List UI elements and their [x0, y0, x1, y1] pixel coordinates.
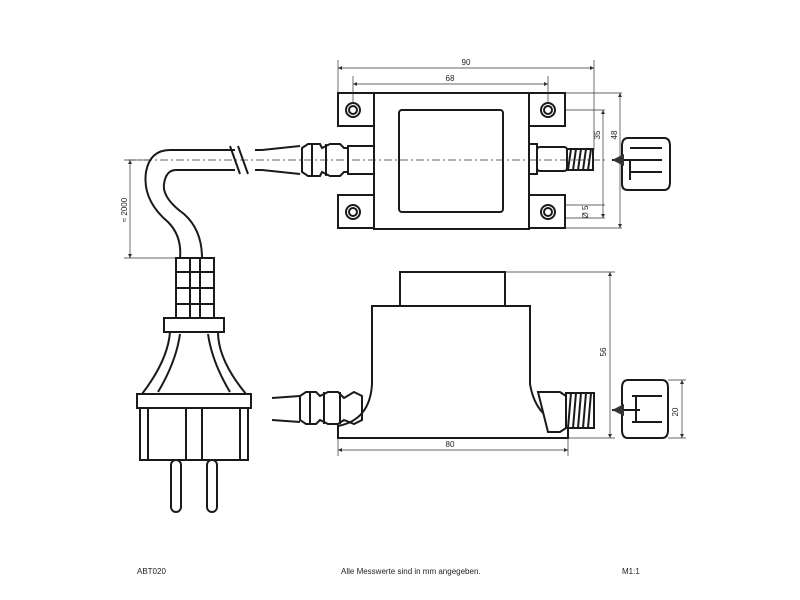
units-note: Alle Messwerte sind in mm angegeben.: [341, 567, 481, 576]
dim-35: 35: [593, 130, 602, 139]
dim-20: 20: [671, 407, 680, 416]
mains-cable: [144, 145, 262, 259]
protective-cap-side: [621, 379, 669, 439]
side-top-block: [399, 271, 506, 307]
top-view: 90 68 35 48 Ø 5: [128, 58, 671, 230]
dim-90: 90: [462, 58, 471, 67]
mounting-tab-top-left: [337, 92, 375, 127]
dim-cable-length: ≈ 2000: [120, 197, 129, 222]
housing-inner-block: [398, 109, 504, 213]
dim-80: 80: [446, 440, 455, 449]
side-left-gland: [271, 390, 363, 426]
schuko-plug: [136, 257, 252, 513]
side-right-connector: [536, 391, 595, 433]
mounting-tab-bottom-left: [337, 194, 375, 229]
dim-68: 68: [446, 74, 455, 83]
dim-56: 56: [599, 347, 608, 356]
mounting-tab-bottom-right: [528, 194, 566, 229]
side-body: [337, 305, 569, 439]
right-connector: [528, 143, 594, 175]
mounting-tab-top-right: [528, 92, 566, 127]
housing-outline: [373, 92, 530, 230]
article-number: ABT020: [137, 567, 166, 576]
dim-diameter-5: Ø 5: [581, 205, 590, 218]
dim-48: 48: [610, 130, 619, 139]
scale-label: M1:1: [622, 567, 640, 576]
side-view: 80 56 20: [271, 271, 686, 456]
protective-cap-top: [621, 137, 671, 191]
